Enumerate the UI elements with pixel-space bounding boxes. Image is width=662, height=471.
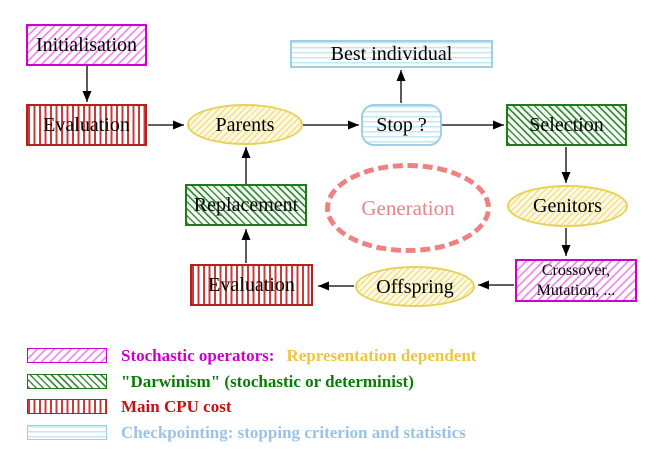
crossover-label-line2: Mutation, ...	[536, 281, 616, 299]
node-generation: Generation	[325, 163, 491, 253]
node-selection: Selection	[506, 104, 627, 146]
legend-label-checkpointing: Checkpointing: stopping criterion and st…	[121, 422, 466, 442]
node-evaluation-top: Evaluation	[26, 104, 147, 146]
node-replacement: Replacement	[185, 184, 307, 226]
legend-row-checkpointing: Checkpointing: stopping criterion and st…	[27, 422, 466, 442]
crossover-label-line1: Crossover,	[541, 261, 611, 279]
node-parents: Parents	[187, 104, 303, 145]
legend-swatch-green-hatch	[27, 374, 107, 389]
legend-swatch-magenta-hatch	[27, 348, 107, 363]
legend-label-main-cpu-cost: Main CPU cost	[121, 396, 232, 416]
node-stop: Stop ?	[361, 104, 442, 146]
node-best-individual: Best individual	[290, 40, 493, 68]
node-initialisation: Initialisation	[26, 24, 147, 66]
legend-row-cpu-cost: Main CPU cost	[27, 396, 232, 416]
legend-swatch-red-stripes	[27, 399, 107, 414]
legend-label-stochastic-operators: Stochastic operators:	[121, 345, 275, 365]
node-offspring: Offspring	[355, 266, 475, 307]
node-genitors: Genitors	[507, 185, 628, 227]
legend-label-darwinism: "Darwinism" (stochastic or determinist)	[121, 371, 414, 391]
legend-row-darwinism: "Darwinism" (stochastic or determinist)	[27, 371, 414, 391]
legend-swatch-cyan-stripes	[27, 425, 107, 440]
node-crossover-mutation: Crossover, Mutation, ...	[515, 259, 637, 302]
legend-row-stochastic: Stochastic operators: Representation dep…	[27, 345, 477, 365]
legend-label-representation-dependent: Representation dependent	[286, 345, 477, 365]
node-evaluation-bottom: Evaluation	[190, 264, 313, 306]
